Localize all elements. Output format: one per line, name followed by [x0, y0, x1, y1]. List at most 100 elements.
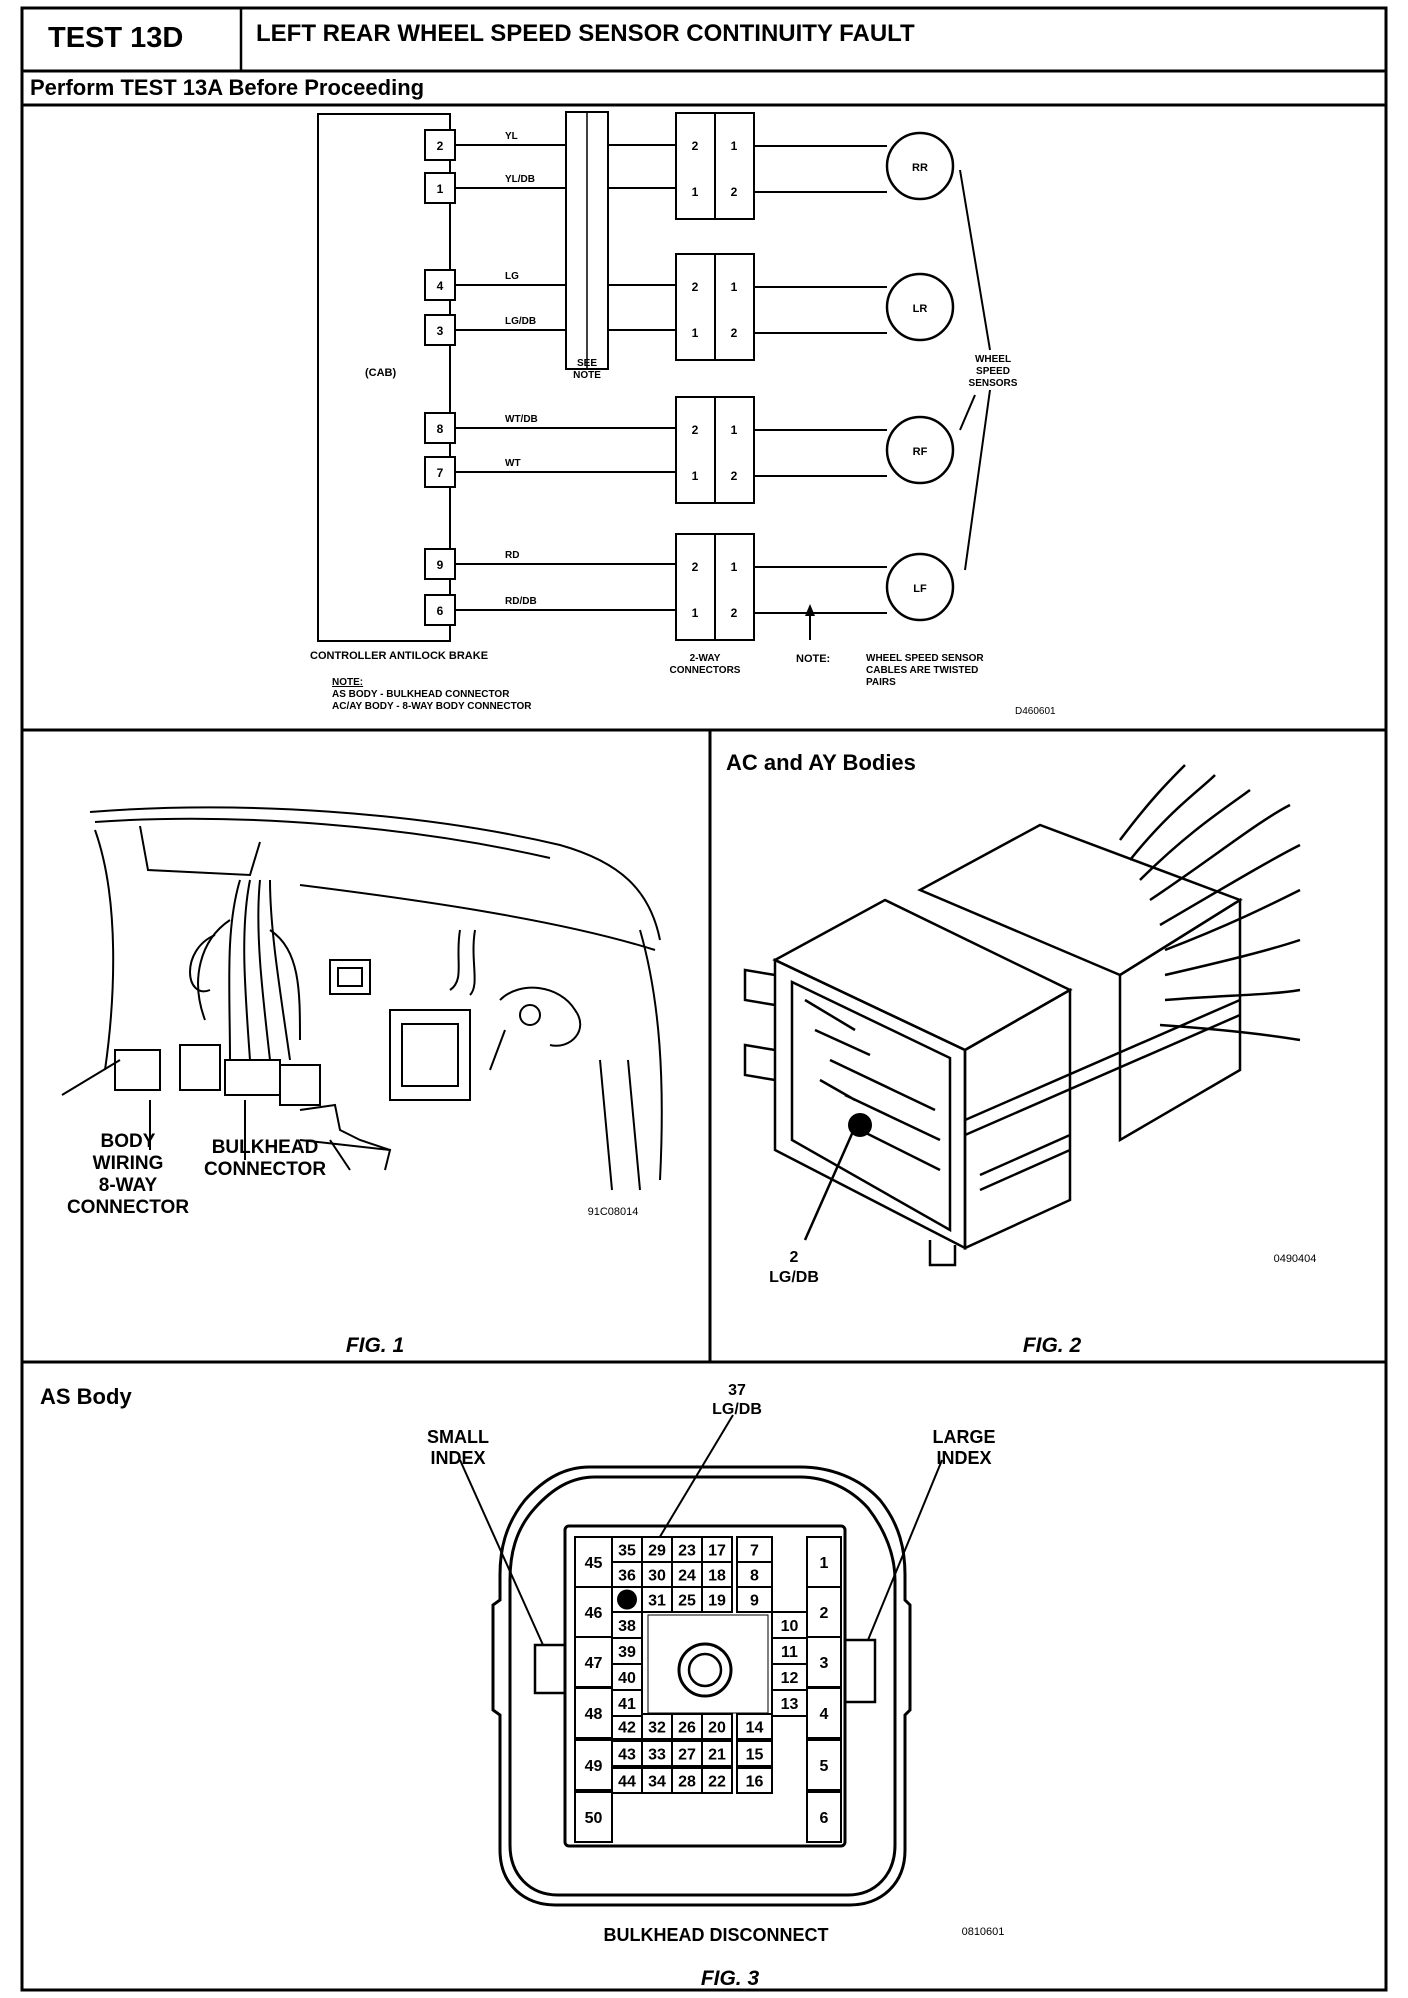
wire-color-label: YL — [505, 131, 518, 142]
cavity-number: 20 — [708, 1720, 726, 1737]
fig2-caption: FIG. 2 — [1023, 1334, 1082, 1357]
fig3-title: AS Body — [40, 1384, 132, 1409]
floor-line — [299, 1139, 392, 1171]
connector-pin-number: 1 — [692, 185, 699, 199]
latch-right-rails — [964, 998, 1241, 1192]
wheel-speed-sensor — [885, 552, 955, 622]
dash-top-edge-2 — [94, 817, 551, 859]
center-open-area — [647, 1614, 769, 1714]
twisted-note-line2: CABLES ARE TWISTED — [866, 665, 978, 676]
cavity-number: 18 — [708, 1568, 726, 1585]
cavity-number: 7 — [750, 1543, 759, 1560]
fig2-figure-id: 0490404 — [1274, 1253, 1317, 1265]
small-index-line1: SMALL — [427, 1427, 489, 1447]
cavity-number: 50 — [585, 1810, 603, 1827]
dash-top-edge — [89, 806, 661, 941]
label-body-line2: WIRING — [93, 1153, 164, 1174]
cavity-number: 10 — [781, 1618, 799, 1635]
wire-color-label: WT — [505, 458, 521, 469]
connector-pin-number: 1 — [692, 469, 699, 483]
controller-box — [317, 113, 451, 642]
connector-4 — [279, 1064, 321, 1106]
steering-column — [599, 1059, 641, 1191]
cavity-number: 35 — [618, 1543, 636, 1560]
wheel-speed-sensors-line2: SPEED — [976, 366, 1010, 377]
connector-pin-number: 2 — [731, 185, 738, 199]
controller-pin-number: 7 — [437, 466, 444, 480]
small-index-leader — [459, 1459, 544, 1646]
cavity-number: 44 — [618, 1774, 636, 1791]
cavity — [736, 1740, 773, 1767]
connectors-label-line1: 2-WAY — [690, 653, 721, 664]
cavity — [701, 1713, 733, 1740]
test-id: TEST 13D — [48, 22, 184, 54]
controller-pin-number: 9 — [437, 558, 444, 572]
cavity-number: 14 — [746, 1720, 764, 1737]
fig3-labels: AS Body 37 LG/DB SMALL INDEX LARGE INDEX… — [40, 1382, 1004, 1990]
cavity-number: 42 — [618, 1720, 636, 1737]
front-housing-top — [772, 898, 1073, 1052]
page-border — [20, 6, 1388, 1992]
latch-bottom — [928, 1240, 957, 1267]
fig3-bulkhead-illustration — [459, 1414, 943, 1907]
large-index-line2: INDEX — [936, 1448, 991, 1468]
front-housing-face — [773, 958, 967, 1251]
controller-pin-box — [424, 412, 456, 444]
dash-lower-panel — [299, 884, 656, 951]
cavity — [701, 1586, 733, 1613]
cavity-number: 29 — [648, 1543, 666, 1560]
small-index-tab — [533, 1643, 567, 1695]
rear-housing-top — [917, 823, 1243, 977]
front-housing-inner — [790, 980, 952, 1233]
cavity — [736, 1713, 773, 1740]
right-edge — [639, 929, 663, 1181]
clip-assembly — [489, 986, 582, 1071]
clip-knob — [519, 1004, 541, 1026]
module-large — [389, 1009, 471, 1101]
wheel-speed-sensor — [885, 415, 955, 485]
page-title: LEFT REAR WHEEL SPEED SENSOR CONTINUITY … — [256, 20, 915, 47]
controller-pin-number: 4 — [437, 279, 444, 293]
body-8way-connector — [114, 1049, 161, 1091]
small-index-line2: INDEX — [430, 1448, 485, 1468]
connector-pin-number: 1 — [731, 423, 738, 437]
cavity-number: 16 — [746, 1774, 764, 1791]
sensor-bracket-bottom — [964, 389, 991, 571]
cab-label: (CAB) — [365, 367, 396, 379]
connector-pin-number: 1 — [731, 280, 738, 294]
wire-color-label: YL/DB — [505, 174, 535, 185]
cavity — [806, 1791, 842, 1843]
see-note-line2: NOTE — [573, 370, 601, 381]
cavity-number: 1 — [820, 1555, 829, 1572]
cavity — [806, 1687, 842, 1739]
cavity-number: 15 — [746, 1747, 764, 1764]
controller-pin-box — [424, 129, 456, 161]
pin2-marker — [848, 1113, 872, 1137]
wheel-speed-sensors-line1: WHEEL — [975, 354, 1011, 365]
note-line2: AC/AY BODY - 8-WAY BODY CONNECTOR — [332, 701, 532, 712]
sensor-bracket-mid — [959, 394, 976, 431]
cavity — [736, 1586, 773, 1613]
cavity-number: 48 — [585, 1706, 603, 1723]
connector-pin-number: 1 — [731, 560, 738, 574]
sensor-bracket-top — [959, 169, 991, 351]
cavity — [611, 1611, 643, 1639]
cavity-number: 25 — [678, 1593, 696, 1610]
cavity-number: 45 — [585, 1555, 603, 1572]
cavity — [771, 1637, 808, 1665]
dash-lip — [139, 825, 261, 877]
cavity-number: 13 — [781, 1696, 799, 1713]
harness-top-loop — [189, 934, 216, 993]
cavity-number: 33 — [648, 1747, 666, 1764]
fig3-pin-number: 37 — [728, 1382, 746, 1399]
cavity-number: 26 — [678, 1720, 696, 1737]
label-bulkhead-line2: CONNECTOR — [204, 1159, 326, 1180]
large-index-leader — [867, 1459, 943, 1641]
controller-pin-box — [424, 172, 456, 204]
cavity-number: 2 — [820, 1605, 829, 1622]
floor-line-2 — [329, 1139, 351, 1171]
cavity-number: 11 — [781, 1644, 798, 1661]
housing-inner — [508, 1475, 897, 1897]
cavity-number: 41 — [618, 1696, 636, 1713]
